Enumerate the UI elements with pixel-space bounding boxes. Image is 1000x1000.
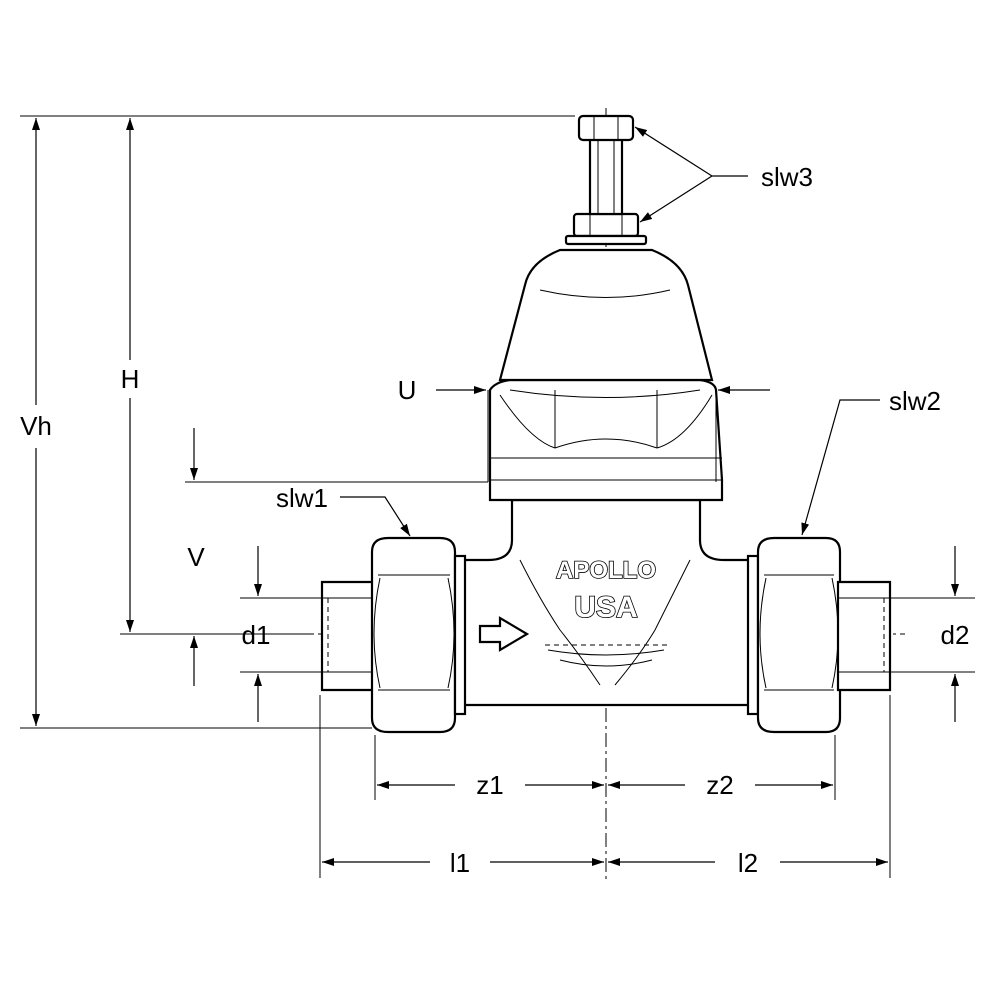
bonnet-hex-band: [488, 378, 724, 502]
left-union-nut: [370, 536, 457, 734]
label-slw1: slw1: [276, 483, 328, 513]
dimension-labels: Vh H V U d1 d2 z1 z2 l1 l2 slw1 slw2 slw…: [20, 162, 969, 878]
label-l1: l1: [450, 848, 470, 878]
embossed-origin: USA: [574, 591, 637, 624]
extension-lines: [20, 115, 975, 878]
label-d1: d1: [242, 620, 271, 650]
screw-head: [577, 114, 635, 142]
label-d2: d2: [941, 620, 970, 650]
adjusting-screw: [588, 136, 624, 216]
valve-body: [453, 498, 760, 707]
lock-nut: [572, 212, 640, 238]
label-v: V: [187, 542, 205, 572]
bonnet-dome: [498, 248, 714, 382]
label-vh: Vh: [20, 411, 52, 441]
dimension-lines: [32, 118, 959, 866]
right-union-nut: [756, 536, 842, 734]
label-u: U: [398, 375, 417, 405]
label-z2: z2: [706, 770, 733, 800]
embossed-brand: APOLLO: [556, 557, 656, 584]
label-slw2: slw2: [889, 386, 941, 416]
label-l2: l2: [738, 848, 758, 878]
leader-lines: [340, 126, 880, 537]
label-z1: z1: [476, 770, 503, 800]
flow-arrow: [478, 616, 530, 652]
right-pipe-stub: [836, 580, 892, 692]
pressure-reducing-valve: APOLLO USA: [320, 114, 892, 734]
label-h: H: [121, 364, 140, 394]
label-slw3: slw3: [761, 162, 813, 192]
